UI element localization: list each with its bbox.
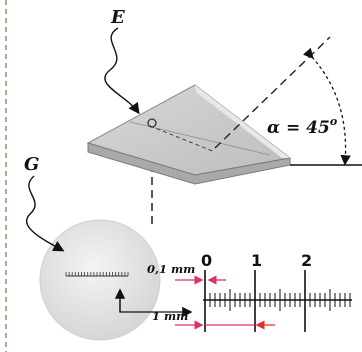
label-coarse: 1 mm — [152, 309, 188, 323]
label-fine: 0,1 mm — [147, 262, 195, 276]
angle-arc — [302, 47, 351, 166]
label-e: E — [110, 7, 125, 28]
squiggle-arrow-g — [25, 175, 65, 252]
loupe-mini-scale — [65, 272, 129, 277]
scale-number-1: 1 — [251, 251, 262, 270]
squiggle-arrow-e — [104, 27, 140, 115]
label-alpha: α = 45o — [267, 115, 337, 138]
dimension-coarse: 1 mm — [152, 309, 275, 330]
magnifier-loupe — [39, 219, 161, 341]
scale-number-0: 0 — [201, 251, 212, 270]
wedge-e — [86, 84, 292, 185]
scale-number-2: 2 — [301, 251, 312, 270]
measurement-scale: 0 1 2 — [201, 251, 352, 332]
label-g: G — [24, 154, 39, 175]
dimension-fine: 0,1 mm — [147, 262, 226, 285]
